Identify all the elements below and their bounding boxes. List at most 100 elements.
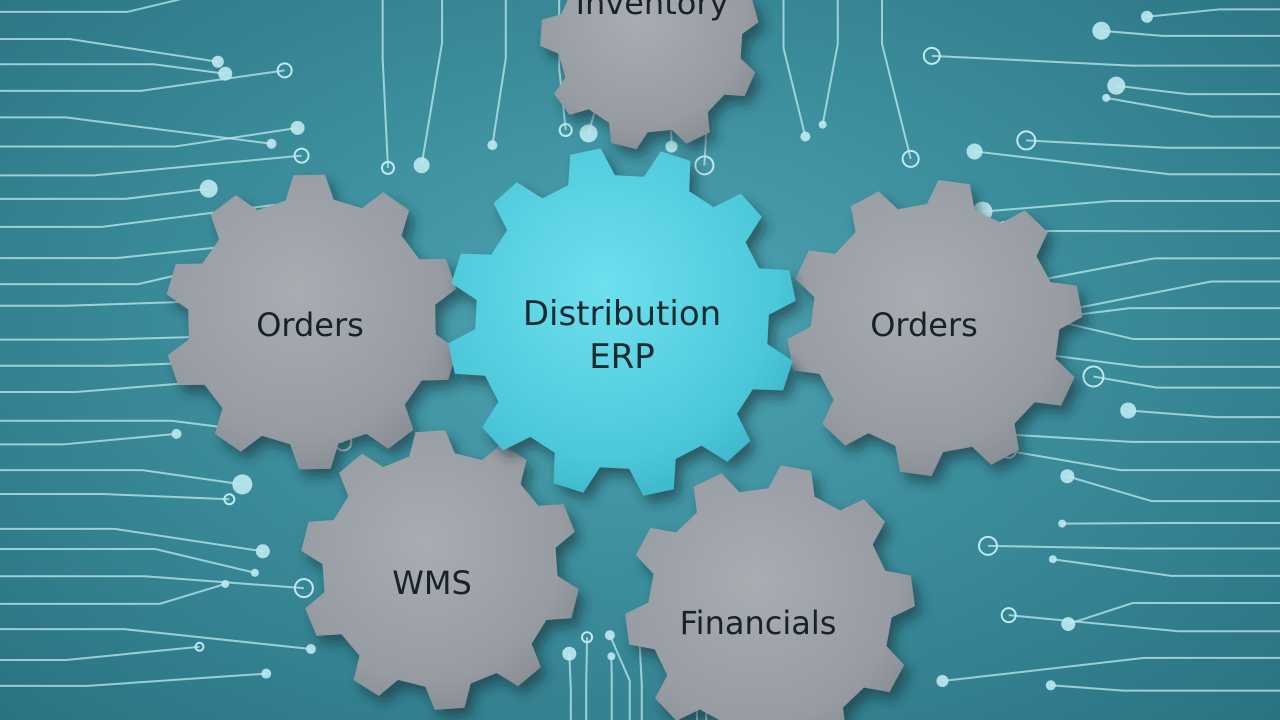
circuit-node: [293, 578, 314, 599]
circuit-trace: [0, 548, 256, 574]
circuit-trace: [1128, 409, 1280, 419]
circuit-node: [1140, 10, 1153, 23]
gear-shape-center: [448, 148, 796, 496]
circuit-trace: [0, 116, 272, 145]
circuit-trace: [1116, 84, 1280, 96]
circuit-trace: [982, 199, 1280, 213]
gear-distribution-erp: Distribution ERP: [448, 148, 796, 496]
circuit-node: [293, 147, 310, 164]
circuit-trace: [0, 126, 298, 148]
circuit-node: [966, 143, 983, 160]
circuit-trace: [1008, 449, 1280, 472]
circuit-node: [250, 568, 259, 577]
circuit-trace: [1052, 558, 1280, 577]
circuit-trace: [0, 432, 177, 446]
circuit-node: [199, 179, 218, 198]
circuit-node: [211, 55, 224, 68]
circuit-node: [665, 140, 678, 153]
gear-label-wms: WMS: [392, 564, 472, 602]
center-label-line2: ERP: [589, 337, 655, 377]
circuit-trace: [0, 0, 182, 13]
circuit-trace: [0, 299, 228, 307]
circuit-node: [818, 120, 827, 129]
gear-financials: Financials: [625, 465, 915, 720]
gear-wms: WMS: [301, 430, 579, 710]
circuit-trace: [974, 150, 1280, 176]
circuit-node: [694, 155, 715, 176]
circuit-node: [1000, 607, 1017, 624]
circuit-trace: [1146, 8, 1280, 18]
gear-label-orders-left: Orders: [256, 306, 364, 344]
circuit-trace: [1106, 96, 1280, 118]
circuit-node: [922, 46, 941, 65]
circuit-node: [413, 157, 430, 174]
gear-orders-right: Orders: [787, 180, 1083, 476]
circuit-trace: [1067, 280, 1280, 311]
circuit-trace: [0, 493, 230, 501]
circuit-trace: [381, 0, 389, 168]
gear-label-orders-right: Orders: [870, 306, 978, 344]
circuit-node: [800, 131, 811, 142]
gear-label-inventory: Inventory: [576, 0, 729, 22]
circuit-trace: [0, 38, 218, 63]
gear-shape: [301, 430, 579, 710]
circuit-trace: [0, 628, 312, 651]
circuit-trace: [420, 0, 444, 166]
circuit-node: [276, 62, 293, 79]
circuit-trace: [585, 637, 589, 720]
gear-orders-left: Orders: [166, 174, 458, 470]
circuit-trace: [1008, 614, 1280, 633]
circuit-node: [581, 631, 594, 644]
circuit-node: [1092, 21, 1111, 40]
circuit-node: [232, 474, 253, 495]
circuit-trace: [0, 154, 302, 177]
circuit-trace: [0, 469, 243, 486]
circuit-node: [936, 675, 949, 688]
circuit-node: [261, 668, 272, 679]
circuit-node: [171, 428, 182, 439]
circuit-node: [1048, 555, 1057, 564]
gear-shape: [625, 465, 915, 720]
circuit-trace: [0, 334, 234, 341]
circuit-node: [579, 124, 598, 143]
circuit-node: [1045, 680, 1056, 691]
circuit-node: [290, 120, 305, 135]
circuit-node: [266, 138, 277, 149]
center-label-line1: Distribution: [523, 294, 721, 334]
circuit-node: [223, 493, 236, 506]
circuit-node: [380, 160, 395, 175]
circuit-trace: [1093, 375, 1280, 389]
circuit-node: [607, 652, 616, 661]
circuit-node: [218, 66, 233, 81]
circuit-trace: [942, 656, 1280, 683]
circuit-trace: [0, 63, 226, 75]
circuit-trace: [638, 633, 643, 720]
circuit-trace: [0, 575, 304, 590]
circuit-node: [1102, 93, 1111, 102]
circuit-trace: [1026, 139, 1280, 149]
circuit-trace: [608, 634, 631, 720]
circuit-node: [901, 149, 920, 168]
circuit-trace: [1101, 29, 1280, 37]
gear-shape: [166, 174, 458, 470]
circuit-node: [255, 544, 270, 559]
circuit-trace: [491, 0, 507, 146]
circuit-trace: [1067, 475, 1280, 503]
circuit-trace: [0, 69, 285, 92]
circuit-node: [487, 140, 498, 151]
circuit-node: [1120, 402, 1137, 419]
circuit-node: [1060, 469, 1075, 484]
circuit-node: [1016, 130, 1037, 151]
circuit-trace: [568, 653, 572, 720]
circuit-trace: [782, 0, 807, 137]
gear-label-financials: Financials: [680, 604, 837, 642]
circuit-node: [305, 644, 316, 655]
circuit-node: [1082, 365, 1105, 388]
circuit-node: [558, 123, 573, 138]
gear-inventory: Inventory: [540, 0, 759, 150]
circuit-trace: [0, 645, 200, 661]
circuit-trace: [999, 257, 1280, 289]
circuit-node: [221, 579, 230, 588]
